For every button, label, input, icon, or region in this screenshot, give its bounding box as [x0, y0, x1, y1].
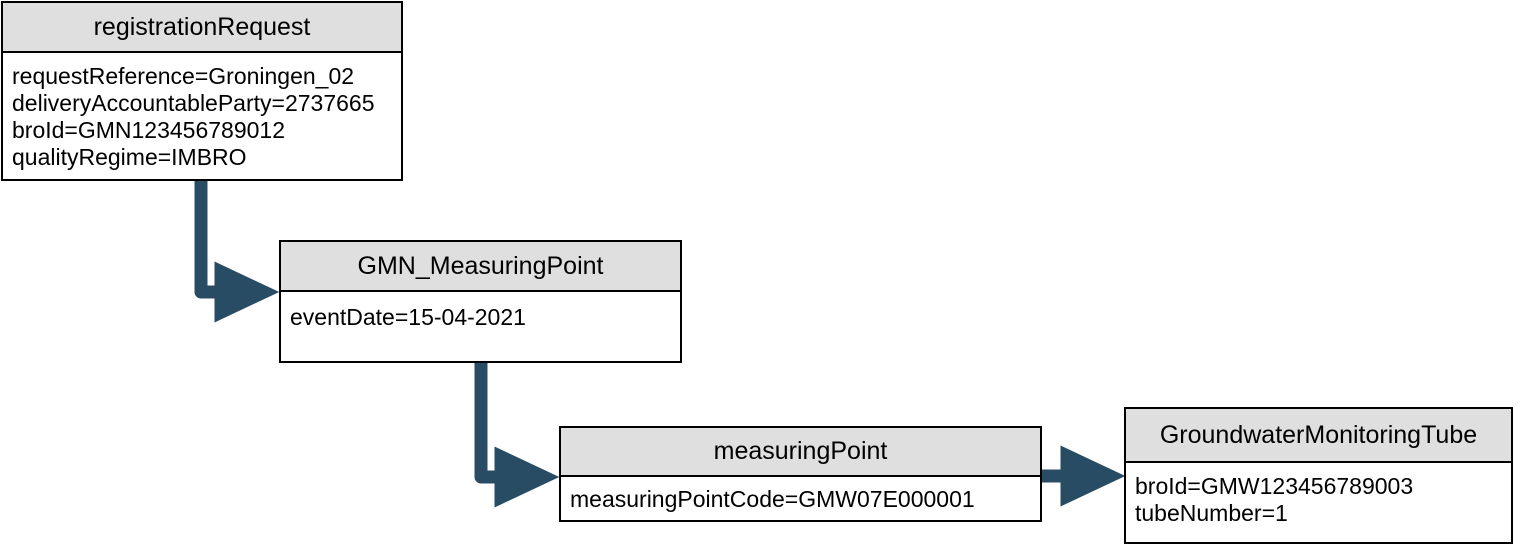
attribute-line: qualityRegime=IMBRO	[12, 144, 247, 170]
attribute-line: broId=GMN123456789012	[12, 117, 286, 143]
attribute-line: measuringPointCode=GMW07E000001	[570, 486, 975, 512]
attribute-line: requestReference=Groningen_02	[12, 63, 355, 89]
uml-box-measuring-point[interactable]: measuringPoint measuringPointCode=GMW07E…	[559, 426, 1042, 522]
uml-box-attributes-gmn-measuring-point: eventDate=15-04-2021	[281, 292, 680, 361]
uml-box-attributes-groundwater-monitoring-tube: broId=GMW123456789003 tubeNumber=1	[1126, 463, 1511, 542]
uml-box-attributes-measuring-point: measuringPointCode=GMW07E000001	[561, 477, 1040, 520]
attribute-line: deliveryAccountableParty=2737665	[12, 90, 375, 116]
uml-box-title-registration-request: registrationRequest	[3, 3, 401, 53]
attribute-line: tubeNumber=1	[1135, 500, 1288, 526]
uml-box-title-gmn-measuring-point: GMN_MeasuringPoint	[281, 242, 680, 292]
uml-box-title-measuring-point: measuringPoint	[561, 428, 1040, 477]
attribute-line: broId=GMW123456789003	[1135, 473, 1414, 499]
uml-box-groundwater-monitoring-tube[interactable]: GroundwaterMonitoringTube broId=GMW12345…	[1124, 407, 1513, 544]
connector-registration-to-measuringpoint	[194, 181, 280, 323]
uml-box-registration-request[interactable]: registrationRequest requestReference=Gro…	[1, 1, 403, 181]
uml-box-attributes-registration-request: requestReference=Groningen_02 deliveryAc…	[3, 53, 401, 179]
uml-box-title-groundwater-monitoring-tube: GroundwaterMonitoringTube	[1126, 409, 1511, 463]
attribute-line: eventDate=15-04-2021	[290, 304, 526, 330]
connector-measuringpoint-to-measuringpoint2	[474, 363, 560, 508]
uml-box-gmn-measuring-point[interactable]: GMN_MeasuringPoint eventDate=15-04-2021	[279, 240, 682, 363]
